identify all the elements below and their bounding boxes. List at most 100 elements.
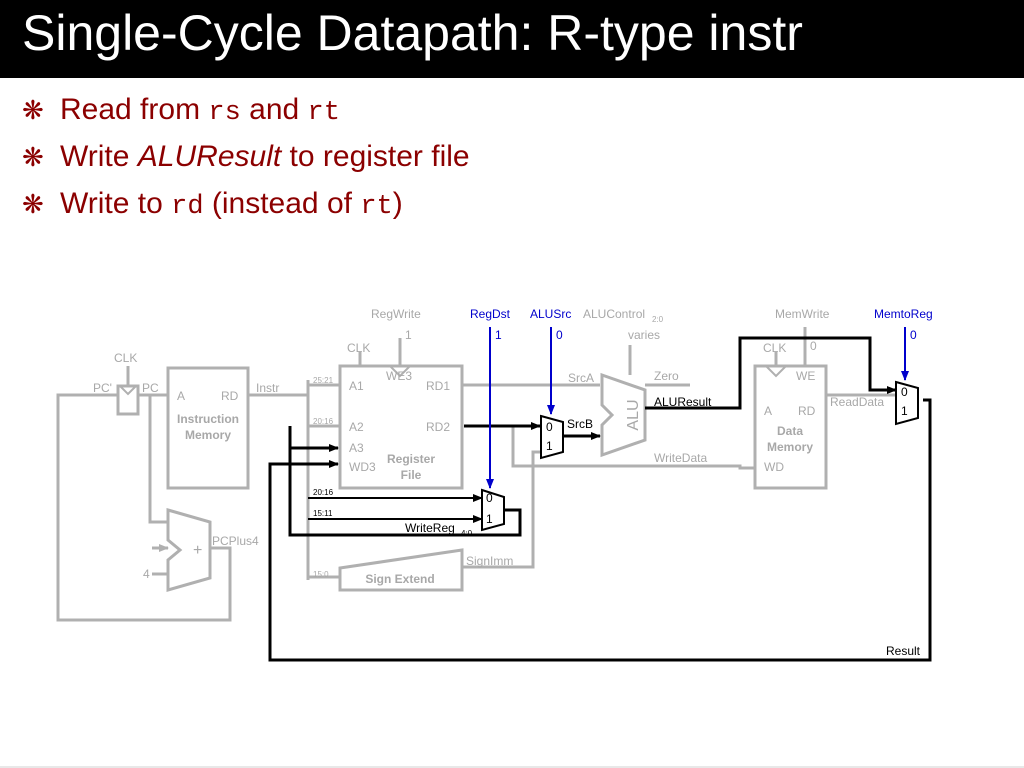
control-signals (486, 327, 909, 489)
alucontrol-label: ALUControl (583, 307, 645, 321)
readdata-label: ReadData (830, 395, 884, 409)
zero-label: Zero (654, 369, 679, 383)
bullet-text: to register file (281, 140, 470, 173)
regdst-label: RegDst (470, 307, 511, 321)
aluresult-label: ALUResult (654, 395, 712, 409)
sign-extend-label: Sign Extend (365, 572, 434, 586)
mux-input-0: 0 (546, 420, 553, 434)
rf-rd1: RD1 (426, 379, 450, 393)
srcb-label: SrcB (567, 417, 593, 431)
code-text: rs (208, 98, 241, 128)
active-wires (268, 336, 932, 662)
bullet-text: ) (392, 187, 403, 220)
result-label: Result (886, 644, 921, 658)
pc-prime-label: PC' (93, 381, 112, 395)
title-bar: Single-Cycle Datapath: R-type instr (0, 0, 1024, 78)
bullet-text: (instead of (203, 187, 361, 220)
regdst-value: 1 (495, 328, 502, 342)
regwrite-value: 1 (405, 328, 412, 342)
clk-label: CLK (763, 341, 786, 355)
bullet-item: ❋ Write ALUResult to register file (22, 135, 470, 182)
rf-a2: A2 (349, 420, 364, 434)
dmem-a: A (764, 404, 772, 418)
imem-title: Memory (185, 428, 231, 442)
rf-a3: A3 (349, 441, 364, 455)
emphasis-text: ALUResult (137, 140, 282, 173)
memtoreg-value: 0 (910, 328, 917, 342)
writereg-subscript: 4:0 (461, 529, 473, 538)
mux-input-1: 1 (486, 512, 493, 526)
writereg-label: WriteReg (405, 521, 455, 535)
dmem-we: WE (796, 369, 815, 383)
bullet-text: Write (60, 140, 138, 173)
mux-input-0: 0 (486, 491, 493, 505)
alu (600, 372, 647, 458)
code-text: rt (307, 98, 340, 128)
regdst-mux (481, 488, 505, 532)
bullet-icon: ❋ (22, 95, 44, 125)
dmem-title: Data (777, 424, 803, 438)
data-memory (753, 364, 828, 490)
alusrc-label: ALUSrc (530, 307, 571, 321)
bullet-item: ❋ Read from rs and rt (22, 88, 470, 135)
alusrc-mux (540, 414, 564, 460)
slide-title: Single-Cycle Datapath: R-type instr (22, 5, 803, 61)
mux-input-1: 1 (546, 439, 553, 453)
alucontrol-value: varies (628, 328, 660, 342)
dmem-title: Memory (767, 440, 813, 454)
footer-divider (0, 766, 1024, 768)
rf-rd2: RD2 (426, 420, 450, 434)
rf-we3: WE3 (386, 369, 412, 383)
sign-extend-unit (338, 548, 464, 592)
bullet-text: and (240, 93, 308, 126)
bullet-list: ❋ Read from rs and rt ❋ Write ALUResult to… (22, 88, 470, 229)
regwrite-label: RegWrite (371, 307, 421, 321)
dmem-rd: RD (798, 404, 816, 418)
constant-four: 4 (143, 567, 150, 581)
register-file (338, 364, 464, 490)
memtoreg-label: MemtoReg (874, 307, 933, 321)
imem-a-label: A (177, 389, 185, 403)
memwrite-label: MemWrite (775, 307, 830, 321)
rf-title: Register (387, 452, 435, 466)
code-text: rd (171, 192, 204, 222)
memwrite-value: 0 (810, 339, 817, 353)
instruction-memory (166, 366, 250, 490)
clk-label: CLK (347, 341, 370, 355)
mux-input-0: 0 (901, 385, 908, 399)
rf-a1: A1 (349, 379, 364, 393)
alucontrol-subscript: 2:0 (652, 315, 664, 324)
field-15-11: 15:11 (313, 509, 333, 518)
pc-label: PC (142, 381, 159, 395)
instr-label: Instr (256, 381, 279, 395)
mux-input-1: 1 (901, 404, 908, 418)
field-15-0: 15:0 (313, 570, 329, 579)
bullet-text: Write to (60, 187, 172, 220)
pc-adder (166, 508, 212, 592)
imem-rd-label: RD (221, 389, 239, 403)
field-25-21: 25:21 (313, 376, 334, 385)
imem-title: Instruction (177, 412, 239, 426)
rf-title: File (401, 468, 422, 482)
bullet-item: ❋ Write to rd (instead of rt) (22, 182, 470, 229)
alusrc-value: 0 (556, 328, 563, 342)
alu-label: ALU (625, 399, 642, 430)
field-20-16: 20:16 (313, 417, 334, 426)
bullet-icon: ❋ (22, 142, 44, 172)
inactive-wires (56, 327, 896, 622)
pc-register (116, 384, 140, 416)
rf-wd3: WD3 (349, 460, 376, 474)
bullet-icon: ❋ (22, 189, 44, 219)
adder-plus: + (193, 542, 202, 559)
signimm-label: SignImm (466, 554, 513, 568)
field-20-16: 20:16 (313, 488, 334, 497)
writedata-label: WriteData (654, 451, 707, 465)
dmem-wd: WD (764, 460, 784, 474)
bullet-text: Read from (60, 93, 209, 126)
clk-label: CLK (114, 351, 137, 365)
memtoreg-mux (895, 380, 919, 426)
code-text: rt (360, 192, 393, 222)
srca-label: SrcA (568, 371, 594, 385)
pcplus4-label: PCPlus4 (212, 534, 259, 548)
